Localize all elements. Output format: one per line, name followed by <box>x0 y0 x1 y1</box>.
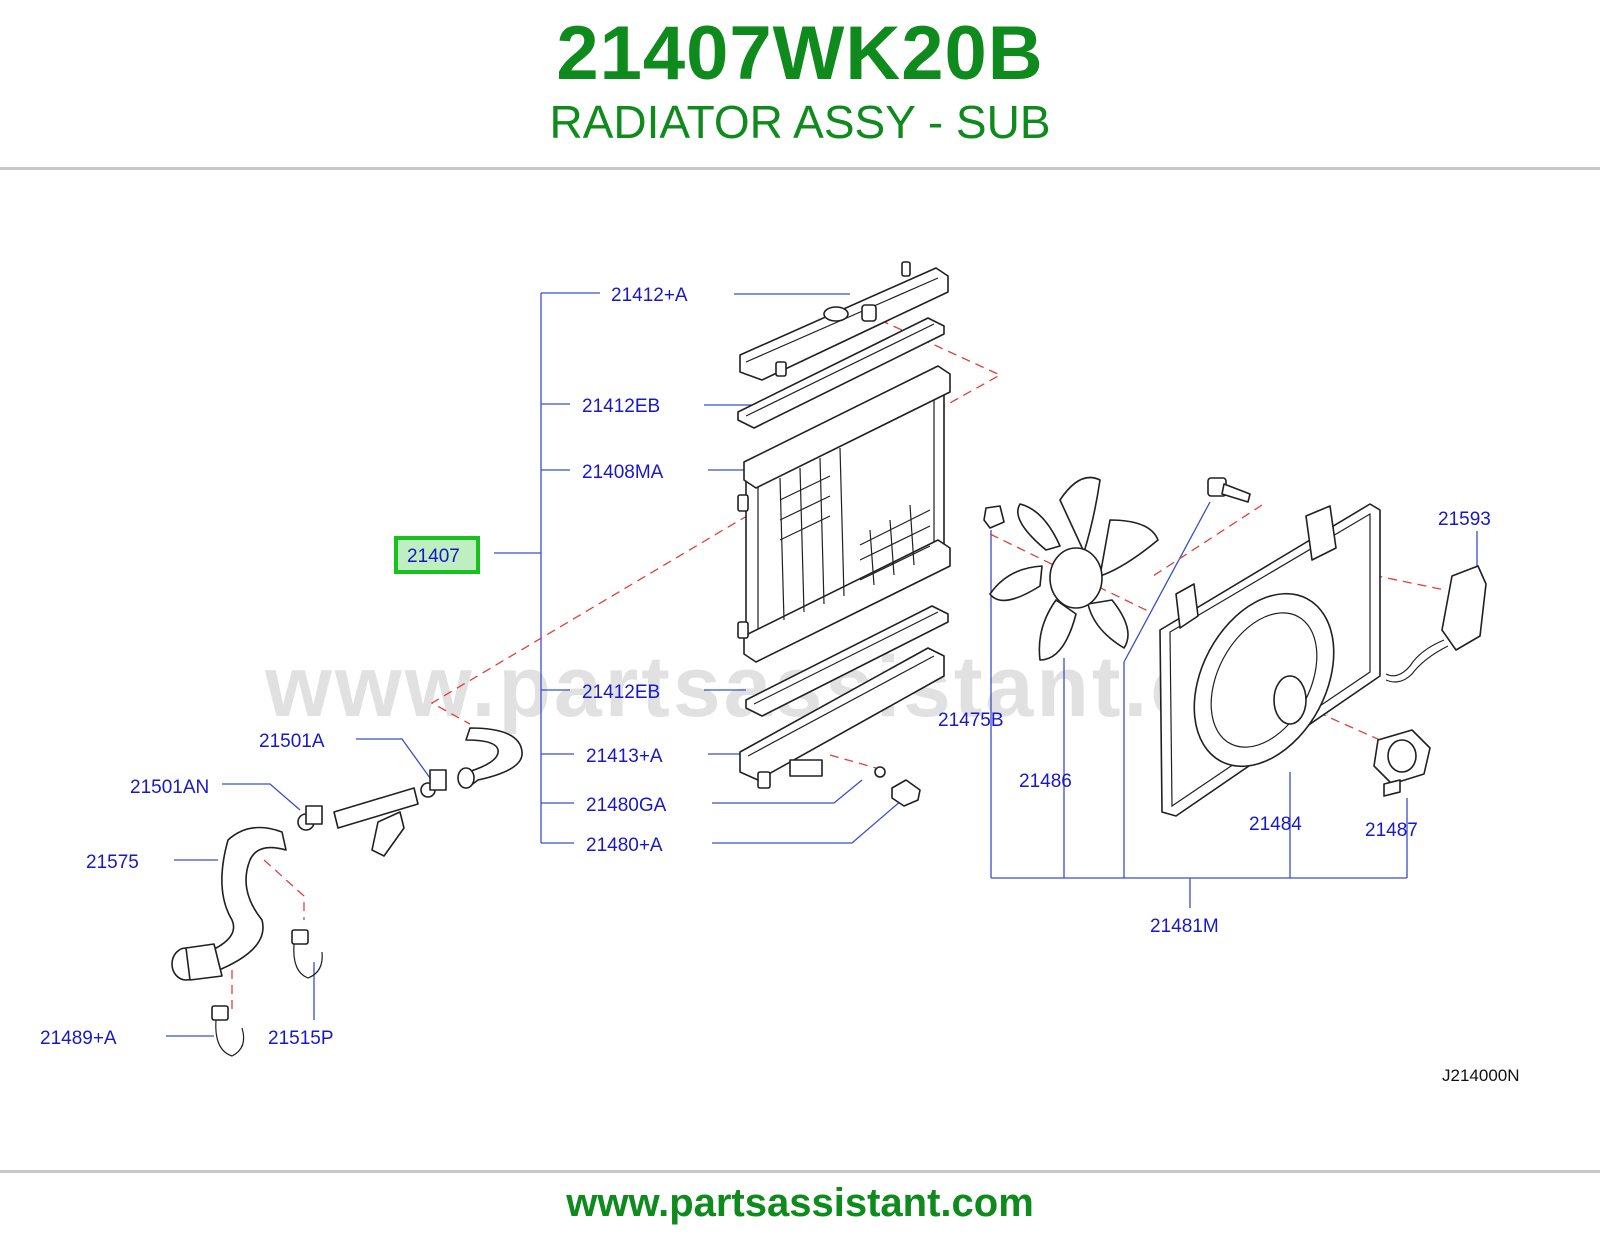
callout-21575[interactable]: 21575 <box>86 852 139 873</box>
hose-clips <box>211 929 323 1057</box>
callout-21413-a[interactable]: 21413+A <box>586 746 663 767</box>
fan-shroud <box>1159 503 1381 817</box>
callout-21412-a[interactable]: 21412+A <box>611 285 688 306</box>
lower-seal-ring <box>745 605 949 717</box>
callout-21480-ga[interactable]: 21480GA <box>586 795 667 816</box>
callout-21481-m[interactable]: 21481M <box>1150 916 1219 937</box>
highlighted-part-box <box>394 536 480 574</box>
callout-21412-eb-lower[interactable]: 21412EB <box>582 682 660 703</box>
motor-harness <box>1385 565 1487 683</box>
lower-hose <box>171 826 287 981</box>
shroud-bolt <box>1207 477 1251 503</box>
pipe-joint <box>297 787 419 857</box>
part-number-title: 21407WK20B <box>556 11 1044 96</box>
hose-leader-lines <box>166 738 431 1037</box>
fan-nut <box>983 505 1005 529</box>
callout-labels: 21412+A 21412EB 21408MA 21407 21412EB 21… <box>40 285 1491 1049</box>
radiator-leader-lines <box>494 292 903 844</box>
callout-21487[interactable]: 21487 <box>1365 820 1418 841</box>
parts-diagram: www.partsassistant.com <box>0 170 1600 1145</box>
callout-21486[interactable]: 21486 <box>1019 771 1072 792</box>
fan-motor <box>1373 729 1431 797</box>
callout-21475-b[interactable]: 21475B <box>938 710 1004 731</box>
diagram-code: J214000N <box>1442 1066 1520 1085</box>
footer-website-link[interactable]: www.partsassistant.com <box>566 1181 1034 1225</box>
callout-21501-a[interactable]: 21501A <box>259 731 325 752</box>
fan-leader-lines <box>990 501 1478 908</box>
upper-seal-ring <box>737 317 945 429</box>
callout-21593[interactable]: 21593 <box>1438 509 1491 530</box>
radiator-cap-tank <box>739 261 949 381</box>
callout-21480-a[interactable]: 21480+A <box>586 835 663 856</box>
callout-21408-ma[interactable]: 21408MA <box>582 462 664 483</box>
callout-21407-highlighted[interactable]: 21407 <box>407 546 460 567</box>
drain-plug <box>874 766 921 807</box>
lower-tank <box>739 647 945 789</box>
fan-blade <box>989 476 1159 661</box>
header: 21407WK20B RADIATOR ASSY - SUB <box>0 0 1600 168</box>
header-divider <box>0 167 1600 170</box>
footer-divider <box>0 1170 1600 1173</box>
callout-21484[interactable]: 21484 <box>1249 814 1302 835</box>
callout-21515-p[interactable]: 21515P <box>268 1028 334 1049</box>
part-name-subtitle: RADIATOR ASSY - SUB <box>549 96 1051 148</box>
callout-21489-a[interactable]: 21489+A <box>40 1028 117 1049</box>
assembly-dashed-lines <box>231 319 1446 1010</box>
callout-21412-eb-upper[interactable]: 21412EB <box>582 396 660 417</box>
exploded-view-svg: www.partsassistant.com <box>40 261 1520 1085</box>
callout-21501-an[interactable]: 21501AN <box>130 777 209 798</box>
radiator-core <box>737 365 951 663</box>
upper-hose <box>420 727 523 798</box>
